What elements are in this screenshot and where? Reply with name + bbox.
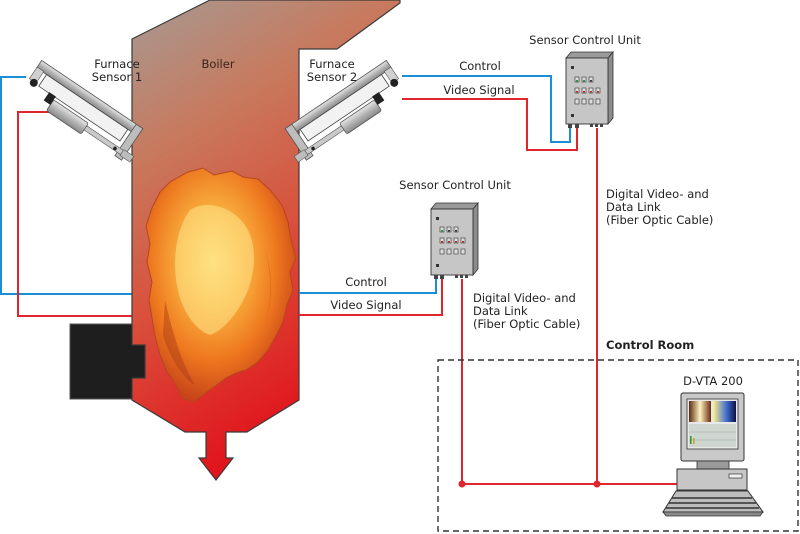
junction-dot xyxy=(593,480,601,488)
control-label-mid: Control xyxy=(345,275,387,289)
fiber-label-mid-line3: (Fiber Optic Cable) xyxy=(473,317,580,331)
control-line-sensor1 xyxy=(0,76,133,295)
video-line-mid xyxy=(299,279,443,316)
video-line-sensor2 xyxy=(402,98,578,151)
burner xyxy=(69,323,145,400)
flame xyxy=(145,167,297,403)
sensor2-label-line2: Sensor 2 xyxy=(307,70,357,84)
furnace-sensor-1[interactable] xyxy=(20,59,150,165)
fiber-label-right-line2: Data Link xyxy=(606,200,661,214)
sensor2-label-line1: Furnace xyxy=(309,57,355,71)
fiber-bus xyxy=(458,480,678,488)
scu-top-label: Sensor Control Unit xyxy=(529,33,641,47)
sensor1-label-line2: Sensor 1 xyxy=(92,70,142,84)
control-label-top: Control xyxy=(459,59,501,73)
sensor-control-unit-top[interactable] xyxy=(565,50,614,128)
control-line-sensor2 xyxy=(402,75,571,143)
d-vta-200-workstation[interactable] xyxy=(662,392,764,517)
fiber-label-mid-line2: Data Link xyxy=(473,304,528,318)
keyboard xyxy=(662,490,764,513)
video-signal-label-mid: Video Signal xyxy=(330,298,401,312)
video-signal-label-top: Video Signal xyxy=(443,83,514,97)
workstation-label: D-VTA 200 xyxy=(683,374,743,388)
video-line-sensor1 xyxy=(17,111,133,317)
control-line-mid xyxy=(299,279,437,294)
fiber-label-right-line1: Digital Video- and xyxy=(606,187,709,201)
computer-base xyxy=(676,468,748,491)
furnace-sensor-2[interactable] xyxy=(279,59,409,165)
fiber-label-mid-line1: Digital Video- and xyxy=(473,291,576,305)
scu-mid-label: Sensor Control Unit xyxy=(399,178,511,192)
fiber-label-right-line3: (Fiber Optic Cable) xyxy=(606,213,713,227)
boiler-label: Boiler xyxy=(201,57,234,71)
sensor1-label-line1: Furnace xyxy=(94,57,140,71)
control-room-label: Control Room xyxy=(606,338,694,352)
control-room-boundary xyxy=(437,359,799,532)
sensor-control-unit-mid[interactable] xyxy=(430,201,479,279)
junction-dot xyxy=(458,480,466,488)
